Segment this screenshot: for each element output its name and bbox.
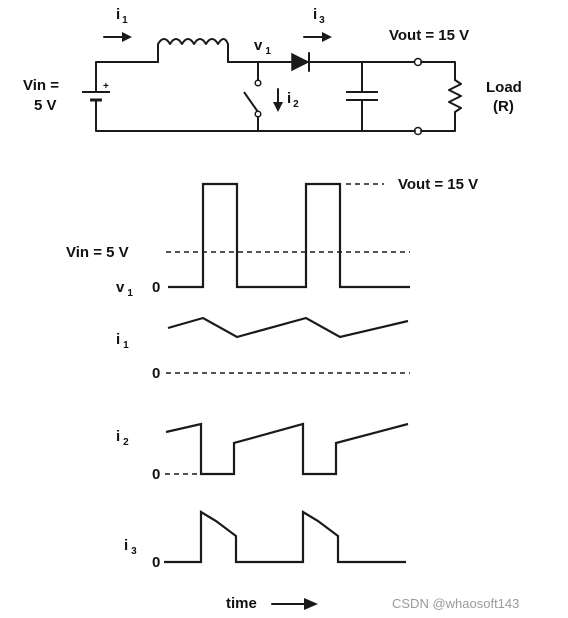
capacitor — [346, 61, 378, 132]
waveform-i3 — [164, 510, 406, 564]
i2-trace — [165, 422, 409, 476]
label-zero-i1: 0 — [152, 365, 160, 382]
label-zero-v1: 0 — [152, 279, 160, 296]
inductor — [157, 38, 229, 63]
arrow-i1 — [103, 32, 132, 42]
label-vout-level: Vout = 15 V — [398, 176, 478, 193]
label-zero-i3: 0 — [152, 554, 160, 571]
label-vin-circuit-line1: Vin = — [23, 77, 59, 94]
arrow-i2 — [273, 88, 283, 112]
label-vin-circuit-line2: 5 V — [34, 97, 57, 114]
watermark: CSDN @whaosoft143 — [392, 596, 519, 611]
wire-top-left — [95, 61, 159, 66]
label-time: time — [226, 595, 257, 612]
time-arrow — [271, 598, 318, 610]
label-vin-level: Vin = 5 V — [66, 244, 129, 261]
v1-trace — [168, 182, 410, 289]
battery-plus-sign: + — [103, 81, 109, 92]
wire-bottom — [95, 107, 416, 132]
battery — [82, 64, 110, 109]
i3-trace — [164, 510, 406, 564]
i1-trace — [167, 316, 409, 339]
label-load-line2: (R) — [493, 98, 514, 115]
label-zero-i2: 0 — [152, 466, 160, 483]
arrow-i3 — [303, 32, 332, 42]
diode — [291, 52, 310, 72]
switch — [243, 61, 262, 132]
circuit-schematic: + — [82, 32, 462, 136]
label-vout-circuit: Vout = 15 V — [389, 27, 469, 44]
load-resistor — [420, 79, 462, 132]
wire-load-top — [420, 61, 456, 81]
waveform-i1 — [166, 316, 410, 374]
waveform-v1 — [166, 182, 410, 289]
waveform-i2 — [165, 422, 409, 476]
label-load-line1: Load — [486, 79, 522, 96]
